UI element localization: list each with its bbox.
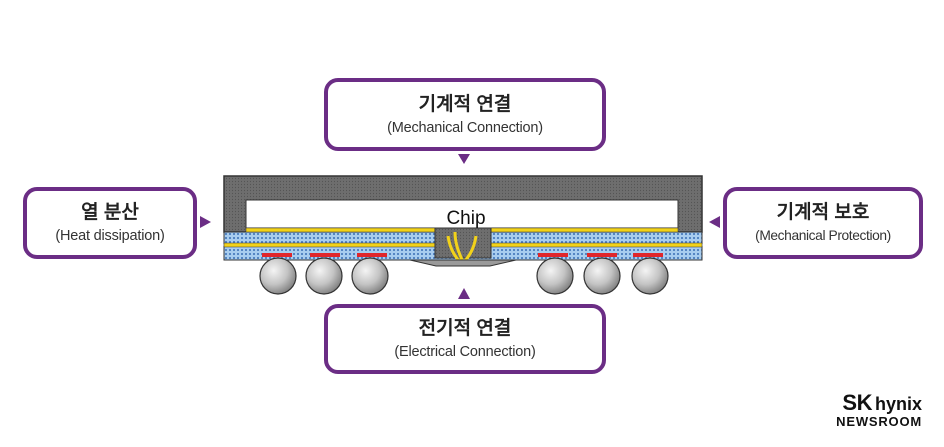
mechanical-protection-callout: 기계적 보호 (Mechanical Protection) [723, 187, 923, 259]
callout-subtitle: (Mechanical Connection) [387, 119, 543, 136]
solder-pads [262, 253, 663, 257]
right-callout-arrow [709, 216, 720, 228]
electrical-connection-callout: 전기적 연결 (Electrical Connection) [324, 304, 606, 374]
callout-title: 열 분산 [81, 202, 139, 223]
left-callout-arrow [200, 216, 211, 228]
mechanical-connection-callout: 기계적 연결 (Mechanical Connection) [324, 78, 606, 151]
callout-title: 기계적 보호 [776, 202, 870, 223]
callout-subtitle: (Heat dissipation) [55, 228, 165, 244]
callout-subtitle: (Electrical Connection) [394, 344, 536, 360]
callout-subtitle: (Mechanical Protection) [755, 228, 891, 243]
bottom-callout-arrow [458, 288, 470, 299]
brand-newsroom: NEWSROOM [836, 414, 922, 429]
chip-die [434, 227, 492, 259]
heat-dissipation-callout: 열 분산 (Heat dissipation) [23, 187, 197, 259]
brand-sk: SK [842, 390, 872, 415]
callout-title: 전기적 연결 [418, 318, 512, 339]
callout-title: 기계적 연결 [418, 93, 512, 115]
top-callout-arrow [458, 154, 470, 164]
solder-balls [259, 257, 669, 295]
chip-label: Chip [446, 208, 485, 229]
underfill [409, 259, 517, 267]
brand-hynix: hynix [874, 394, 922, 414]
